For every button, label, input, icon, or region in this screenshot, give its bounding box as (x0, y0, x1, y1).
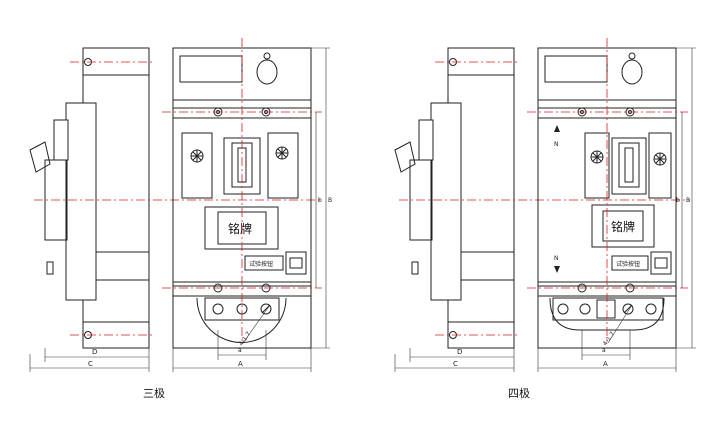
mesh-left (190, 149, 204, 163)
marker-bottom: N (554, 255, 559, 262)
four-pole-drawing: D C N N (394, 38, 696, 400)
dim-A-label: A (603, 360, 608, 368)
dim-C-label: C (88, 360, 93, 368)
mesh-left (590, 150, 604, 164)
arrow-down-icon (554, 266, 560, 273)
arrow-up-icon (554, 125, 560, 132)
three-pole-drawing: D C (29, 38, 332, 400)
dim-A-label: A (238, 360, 243, 368)
caption-four-pole: 四极 (508, 386, 530, 400)
front-view: 铭牌 试验按钮 4-1.7 (162, 38, 332, 372)
caption-three-pole: 三极 (143, 386, 165, 400)
dim-b-label: b (318, 197, 322, 204)
dim-a-label: a (238, 347, 242, 354)
dim-D-label: D (457, 348, 462, 356)
dim-D-label: D (92, 348, 97, 356)
mesh-right (275, 146, 289, 160)
nameplate-label: 铭牌 (611, 219, 635, 234)
dim-B-label: B (328, 197, 332, 204)
dim-b-label: b (676, 197, 680, 204)
dim-C-label: C (453, 360, 458, 368)
front-view: N N (527, 38, 696, 372)
side-view: D C (29, 47, 322, 372)
test-button-label: 试验按钮 (249, 260, 273, 268)
nameplate-label: 铭牌 (228, 221, 252, 236)
marker-top: N (554, 141, 559, 148)
dim-B-label: B (686, 197, 690, 204)
mesh-right (653, 152, 667, 166)
dim-a-label: a (602, 347, 606, 354)
side-view: D C (394, 47, 690, 372)
test-button-label: 试验按钮 (616, 260, 640, 268)
